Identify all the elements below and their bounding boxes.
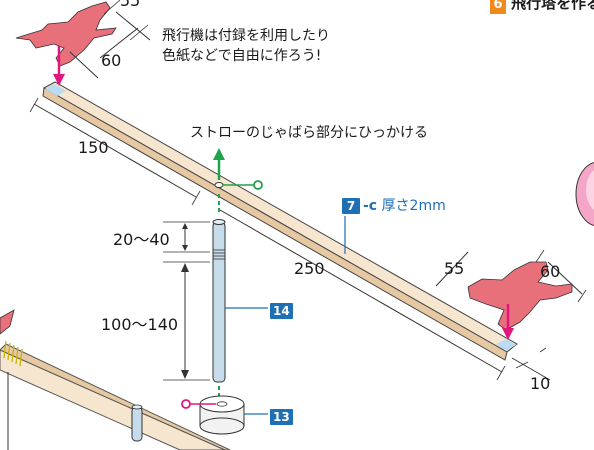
- part-7-suffix: -c: [363, 198, 378, 214]
- second-beam-partial: [0, 340, 231, 450]
- part-14-badge: 14: [270, 303, 293, 319]
- part-13-label: 13: [270, 406, 293, 425]
- beam-dim-10: 10: [530, 374, 551, 393]
- green-up-arrow: [213, 148, 263, 190]
- beam-part-7c: [42, 81, 518, 361]
- top-plane-arrow: [53, 46, 65, 86]
- straw-dim-lower: 100〜140: [101, 315, 179, 334]
- plane-note-line1: 飛行機は付録を利用したり: [162, 28, 330, 44]
- part-14-label: 14: [270, 300, 293, 319]
- right-plane-dimensions: [435, 249, 587, 303]
- second-straw-stub: [131, 404, 143, 442]
- plane-note-line2: 色紙などで自由に作ろう!: [162, 48, 322, 64]
- right-plane-dim-60: 60: [540, 262, 561, 281]
- step-header: 6 飛行塔を作る: [490, 0, 594, 14]
- part-13-badge: 13: [270, 409, 293, 425]
- pink-disc-partial: [575, 162, 594, 226]
- base-part-13: [199, 395, 245, 435]
- beam-dimension-lines: [29, 97, 551, 381]
- straw-part-14: [212, 219, 226, 383]
- right-plane-arrow: [502, 304, 514, 340]
- step-number-badge: 6: [490, 0, 506, 14]
- part-7-badge: 7: [342, 198, 360, 214]
- second-plane-tail-partial: [0, 309, 15, 335]
- right-plane-dim-55: 55: [444, 259, 465, 278]
- top-plane-dimensions: [69, 0, 151, 79]
- straw-dimension-lines: [163, 221, 210, 381]
- step-title: 飛行塔を作る: [511, 0, 594, 12]
- part-7-spec: 厚さ2mm: [381, 198, 446, 214]
- straw-dim-upper: 20〜40: [113, 230, 170, 249]
- top-plane-dim-55: 55: [120, 0, 141, 10]
- beam-dim-150: 150: [78, 138, 109, 157]
- right-plane: [467, 261, 573, 331]
- base-magenta-connector: [181, 399, 216, 409]
- straw-hook-note: ストローのじゃばら部分にひっかける: [190, 125, 428, 141]
- top-plane-dim-60: 60: [101, 51, 122, 70]
- part-7c-label: 7-c 厚さ2mm: [342, 195, 446, 215]
- beam-dim-250: 250: [294, 259, 325, 278]
